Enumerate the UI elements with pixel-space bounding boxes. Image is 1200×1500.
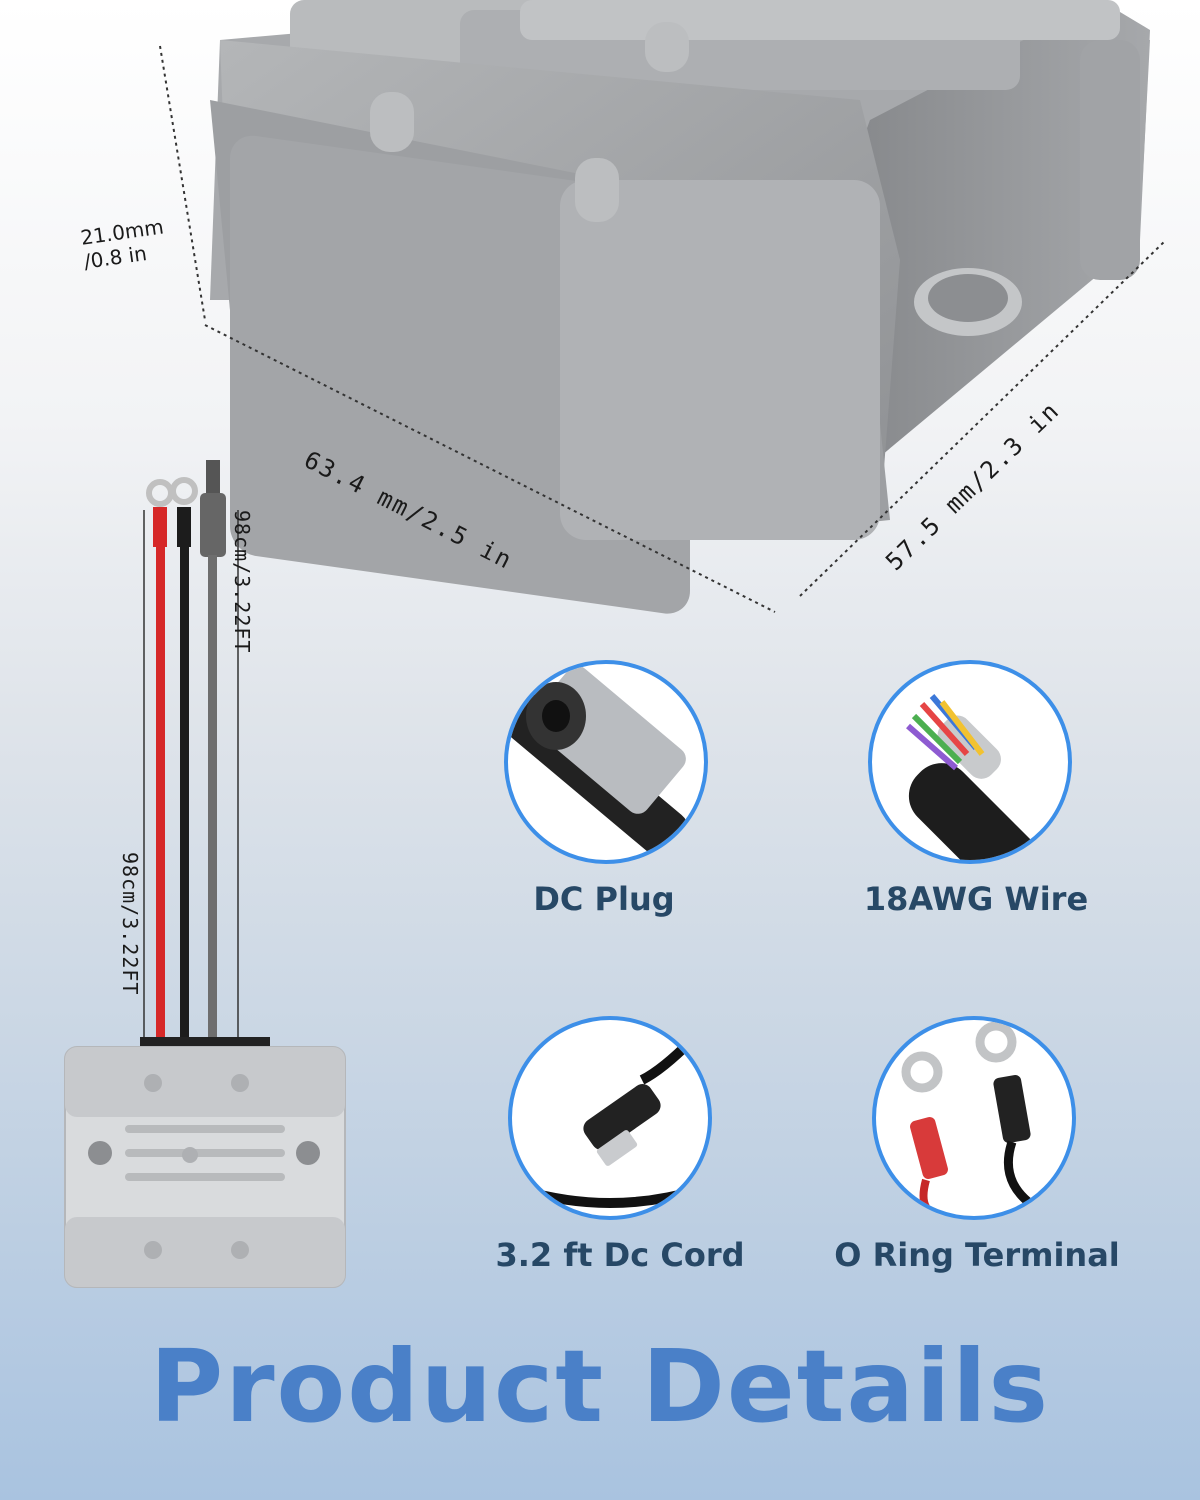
dc-plug-closeup	[504, 660, 708, 864]
o-ring-terminal-closeup	[872, 1016, 1076, 1220]
o-ring-terminal-label: O Ring Terminal	[834, 1236, 1120, 1274]
dc-cord-icon	[520, 1036, 700, 1208]
input-cable-length-label: 98cm/3.22FT	[118, 852, 142, 996]
page-title: Product Details	[149, 1328, 1051, 1445]
dc-plug-icon	[508, 665, 689, 858]
18awg-wire-closeup	[868, 660, 1072, 864]
dc-cord-closeup	[508, 1016, 712, 1220]
dc-cord-label: 3.2 ft Dc Cord	[495, 1236, 745, 1274]
heatsink-render	[159, 0, 1167, 614]
18awg-wire-label: 18AWG Wire	[863, 880, 1089, 918]
stripped-wire-icon	[906, 694, 1068, 860]
ring-terminal-icon	[901, 1021, 1053, 1216]
converter-module-render	[64, 460, 346, 1288]
output-cable-length-label: 98cm/3.22FT	[230, 510, 254, 654]
dc-plug-label: DC Plug	[533, 880, 675, 918]
